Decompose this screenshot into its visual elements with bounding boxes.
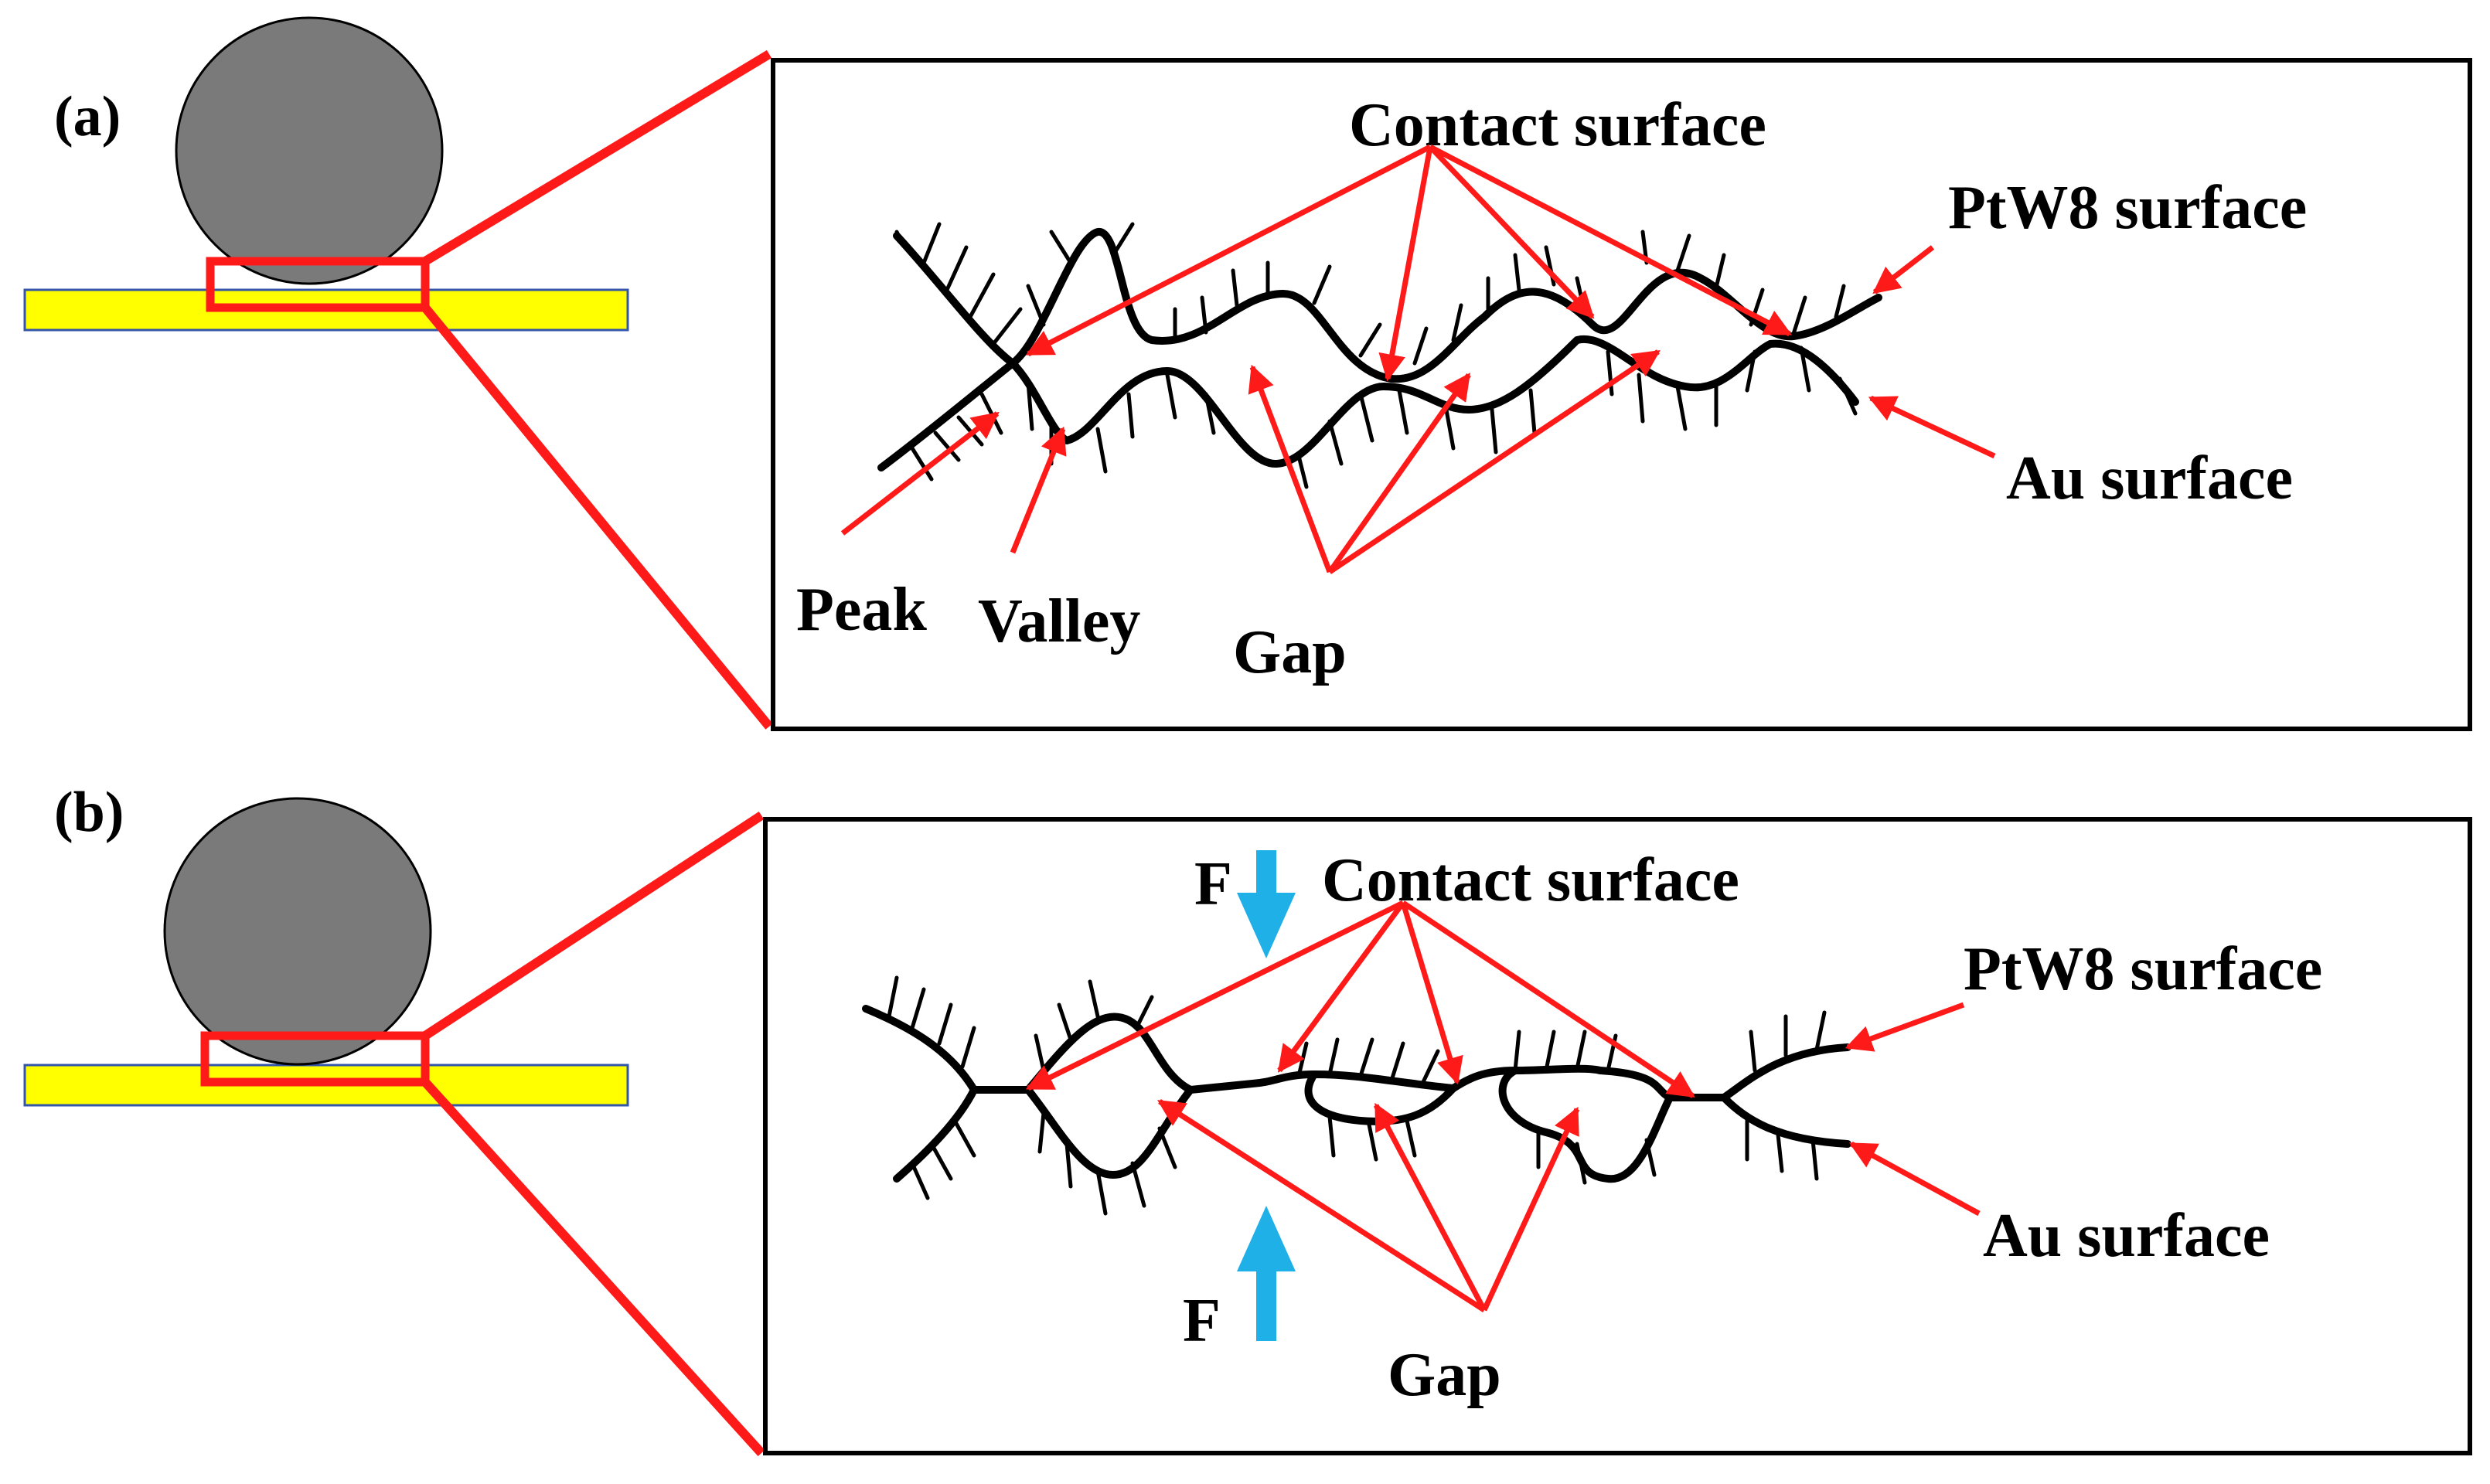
force-arrow-down-icon [1237, 850, 1296, 958]
au-ticks-b [910, 1111, 1819, 1216]
force-label-bottom-b: F [1183, 1287, 1221, 1355]
force-label-top-b: F [1194, 850, 1232, 918]
au-surface-label-a: Au surface [2006, 444, 2293, 512]
ptw8-surface-label-b: PtW8 surface [1964, 935, 2322, 1003]
zoom-line-b-top [422, 811, 765, 1040]
zoom-box-a [771, 58, 2472, 731]
zoom-region-a [206, 257, 430, 312]
ball-a [175, 16, 444, 285]
zoom-line-a-top [422, 49, 772, 266]
gap-label-b: Gap [1388, 1341, 1501, 1409]
gap-label-a: Gap [1233, 618, 1347, 686]
ptw8-ticks-b [887, 975, 1827, 1086]
au-surface-line-b [893, 1067, 1851, 1183]
ptw8-surface-line-a [893, 228, 1882, 383]
peak-label-a: Peak [796, 576, 927, 644]
panel-b-label: (b) [54, 781, 124, 844]
au-surface-label-b: Au surface [1983, 1202, 2270, 1270]
ptw8-surface-label-a: PtW8 surface [1948, 174, 2307, 242]
valley-label-a: Valley [978, 587, 1140, 655]
zoom-line-a-bottom [421, 305, 773, 730]
callout-arrows-b [1025, 900, 1981, 1312]
panel-a: (a) [23, 16, 2472, 731]
contact-surface-label-a: Contact surface [1349, 91, 1766, 159]
callout-arrows-a [840, 144, 1996, 574]
zoom-box-b [763, 817, 2472, 1455]
panel-b: (b) [23, 781, 2472, 1457]
contact-surface-label-b: Contact surface [1322, 846, 1739, 914]
zoom-line-b-bottom [421, 1078, 765, 1457]
force-arrow-up-icon [1237, 1206, 1296, 1341]
au-ticks-a [910, 345, 1858, 489]
zoom-region-b [200, 1031, 430, 1087]
panel-a-label: (a) [54, 85, 121, 148]
ball-b [163, 797, 432, 1066]
